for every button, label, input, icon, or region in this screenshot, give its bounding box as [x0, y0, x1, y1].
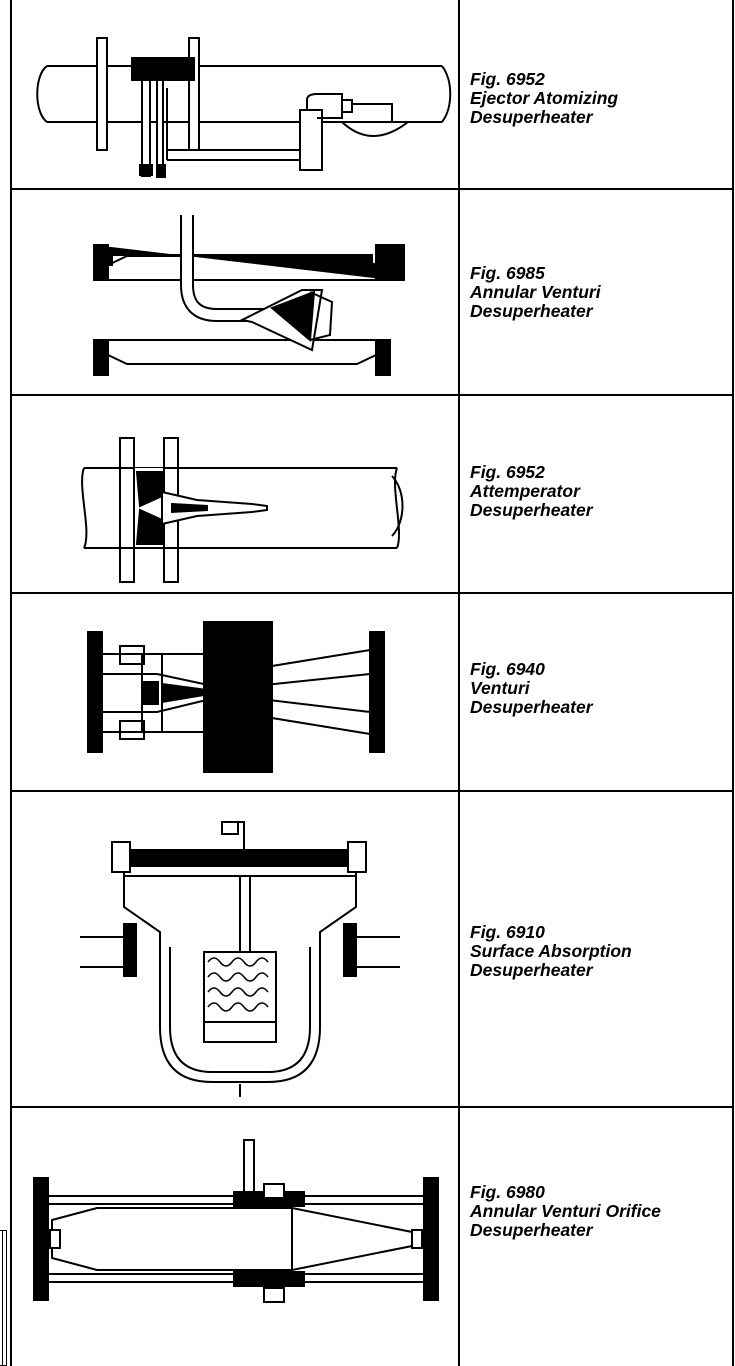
row-separator: [10, 394, 734, 396]
figure-title-line: Desuperheater: [470, 1220, 593, 1240]
figure-6980-annular-venturi-orifice-drawing: [12, 1108, 458, 1366]
column-divider: [458, 0, 460, 1366]
figure-title-line: Annular Venturi Orifice: [470, 1201, 661, 1221]
row-separator: [10, 592, 734, 594]
figure-title-line: Ejector Atomizing: [470, 88, 619, 108]
caption-row-3: Fig. 6952 Attemperator Desuperheater: [470, 463, 730, 520]
figure-number: Fig. 6980: [470, 1182, 545, 1202]
figure-title-line: Annular Venturi: [470, 282, 601, 302]
figure-6940-venturi-drawing: [12, 594, 458, 790]
figure-number: Fig. 6952: [470, 69, 545, 89]
page-edge-marker: [0, 1230, 7, 1366]
figure-6985-annular-venturi-drawing: [12, 190, 458, 394]
caption-row-4: Fig. 6940 Venturi Desuperheater: [470, 660, 730, 717]
row-separator: [10, 188, 734, 190]
figure-title-line: Surface Absorption: [470, 941, 632, 961]
figure-number: Fig. 6910: [470, 922, 545, 942]
figure-title-line: Desuperheater: [470, 301, 593, 321]
figure-title-line: Desuperheater: [470, 500, 593, 520]
figure-6910-surface-absorption-drawing: [12, 792, 458, 1106]
figure-title-line: Desuperheater: [470, 960, 593, 980]
caption-row-5: Fig. 6910 Surface Absorption Desuperheat…: [470, 923, 730, 980]
figure-title-line: Desuperheater: [470, 107, 593, 127]
figure-6952-attemperator-drawing: [12, 396, 458, 592]
caption-row-2: Fig. 6985 Annular Venturi Desuperheater: [470, 264, 730, 321]
figure-title-line: Desuperheater: [470, 697, 593, 717]
caption-row-6: Fig. 6980 Annular Venturi Orifice Desupe…: [470, 1183, 730, 1240]
table-frame: [10, 0, 734, 1366]
figure-number: Fig. 6985: [470, 263, 545, 283]
row-separator: [10, 790, 734, 792]
figure-title-line: Attemperator: [470, 481, 580, 501]
figure-number: Fig. 6940: [470, 659, 545, 679]
figure-number: Fig. 6952: [470, 462, 545, 482]
figure-title-line: Venturi: [470, 678, 530, 698]
figure-6952-ejector-drawing: [12, 0, 458, 188]
caption-row-1: Fig. 6952 Ejector Atomizing Desuperheate…: [470, 70, 730, 127]
row-separator: [10, 1106, 734, 1108]
